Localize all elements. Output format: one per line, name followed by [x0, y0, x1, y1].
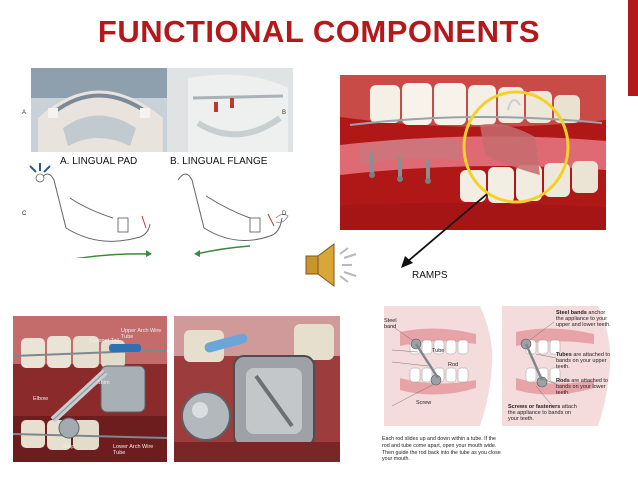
herbst-closeup-image: [13, 316, 167, 462]
diagram-note-steel-bands: Steel bands anchor the appliance to your…: [556, 310, 612, 328]
appliance-figure: A B C D A. LINGUAL PAD B. LINGUAL FLANGE: [18, 68, 293, 258]
ramps-photo-image: [340, 75, 606, 230]
diagram-label-screw: Screw: [416, 400, 432, 406]
diagram-label-steel-band: Steel band: [384, 318, 397, 330]
note-text: are attached to bands on your lower teet…: [556, 378, 608, 396]
note-text: are attached to bands on your upper teet…: [556, 352, 611, 370]
diagram-note-rods: Rods are attached to bands on your lower…: [556, 378, 612, 396]
letter-a: A: [22, 110, 27, 116]
note-bold: Steel bands: [556, 310, 587, 316]
label-upper-arch-wire-tube: Upper Arch Wire Tube: [121, 328, 162, 340]
label-bayonet-tail: Bayonet Tail: [89, 338, 119, 344]
appliance-figure-illustration: [29, 68, 293, 258]
letter-c: C: [22, 211, 27, 217]
appliance-metal-image: [174, 316, 340, 462]
note-bold: Screws or fasteners: [508, 404, 561, 410]
diagram-note-tubes: Tubes are attached to bands on your uppe…: [556, 352, 612, 370]
label-shim: Shim: [97, 380, 110, 386]
ramps-arrow: [401, 193, 488, 268]
diagram-label-tube: Tube: [432, 348, 445, 354]
label-stop: Stop: [63, 444, 75, 450]
ramps-photo: [340, 75, 606, 230]
letter-d: D: [282, 211, 287, 217]
letter-b: B: [282, 110, 287, 116]
diagram-note-screws: Screws or fasteners attach the appliance…: [508, 404, 580, 422]
herbst-closeup-photo: Upper Arch Wire Tube Bayonet Tail Shim E…: [13, 316, 167, 462]
diagram-label-rod: Rod: [448, 362, 459, 368]
note-bold: Tubes: [556, 352, 572, 358]
note-bold: Rods: [556, 378, 570, 384]
diagram-caption: Each rod slides up and down within a tub…: [382, 436, 501, 463]
herbst-diagram-illustration: [384, 306, 611, 426]
label-lingual-flange: B. LINGUAL FLANGE: [170, 156, 268, 167]
slide-title: FUNCTIONAL COMPONENTS: [97, 14, 541, 49]
label-lingual-pad: A. LINGUAL PAD: [60, 156, 138, 167]
label-elbow: Elbow: [33, 396, 48, 402]
accent-bar: [628, 0, 638, 96]
note-text: anchor the appliance to your upper and l…: [556, 310, 611, 328]
label-lower-arch-wire-tube: Lower Arch Wire Tube: [113, 444, 154, 456]
appliance-metal-photo: [174, 316, 340, 462]
speaker-icon[interactable]: [300, 236, 362, 294]
note-text: attach the appliance to bands on your te…: [508, 404, 577, 422]
ramps-label: RAMPS: [412, 270, 448, 281]
herbst-diagram: Steel band Tube Rod Screw Steel bands an…: [376, 296, 614, 468]
